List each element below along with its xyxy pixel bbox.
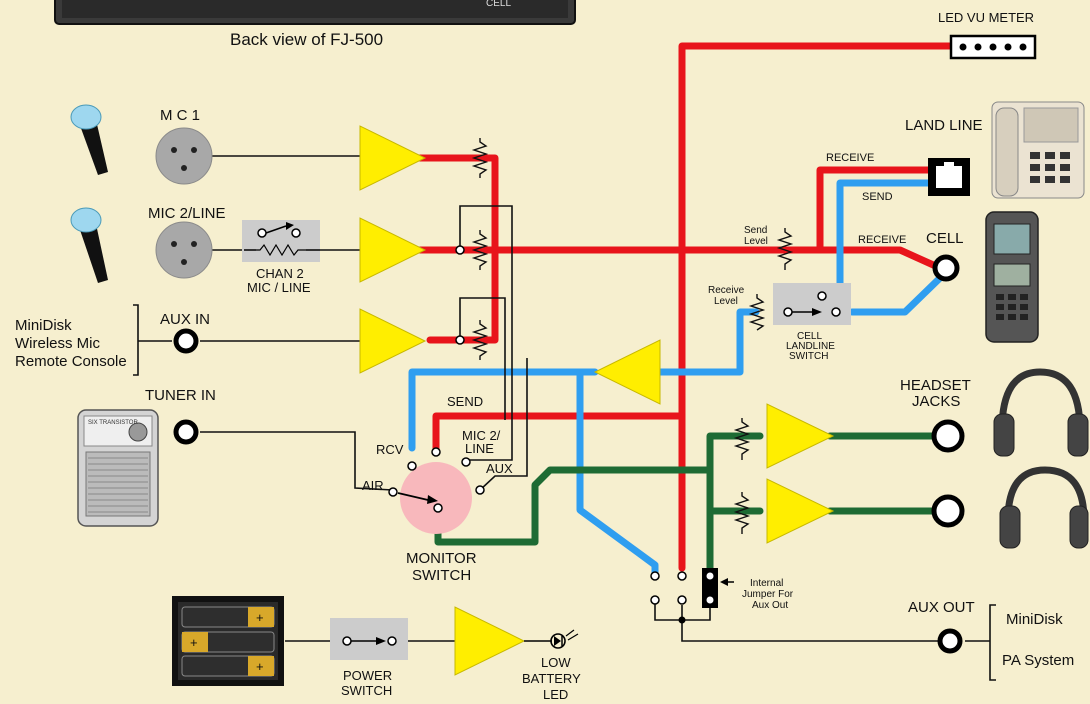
send-level-label-line1: Send	[744, 225, 767, 236]
aux-out-jack[interactable]	[937, 628, 963, 654]
low-battery-label-line1: LOW	[541, 655, 571, 670]
device-caption: Back view of FJ-500	[230, 30, 383, 49]
device-back-panel: CELL	[54, 0, 576, 25]
aux-source-remote-console: Remote Console	[15, 353, 127, 370]
aux-source-minidisk: MiniDisk	[15, 317, 72, 334]
low-battery-label-line3: LED	[543, 687, 568, 702]
headset1-level-pot	[733, 418, 751, 460]
aux-out-target-pa-system: PA System	[1002, 652, 1074, 669]
cell-receive-label: RECEIVE	[858, 234, 906, 246]
monitor-switch-label-line2: SWITCH	[412, 567, 471, 584]
amplifier-aux	[359, 308, 427, 374]
landline-receive-label: RECEIVE	[826, 152, 874, 164]
aux-out-target-minidisk: MiniDisk	[1006, 611, 1063, 628]
headset-jack-2[interactable]	[931, 494, 965, 528]
jumper-label-line1: Internal	[750, 578, 783, 589]
amplifier-mic2	[359, 217, 427, 283]
tuner-in-label: TUNER IN	[145, 387, 216, 404]
chan2-label-line1: CHAN 2	[256, 266, 304, 281]
mic2-xlr-connector[interactable]	[155, 221, 213, 279]
send-level-pot	[776, 228, 794, 270]
device-cell-label: CELL	[486, 0, 511, 9]
aux-in-jack[interactable]	[173, 328, 199, 354]
power-switch-label-line1: POWER	[343, 668, 392, 683]
amplifier-mic1	[359, 125, 427, 191]
jumper-label-line3: Aux Out	[752, 600, 788, 611]
vu-meter-label: LED VU METER	[938, 10, 1034, 25]
cell-switch-label-line3: SWITCH	[789, 351, 828, 362]
monitor-mic2-label-line1: MIC 2/	[462, 428, 501, 443]
landline-phone-icon	[991, 101, 1085, 199]
svg-text:+: +	[190, 635, 198, 650]
jumper-label-line2: Jumper For	[742, 589, 794, 600]
cell-jack[interactable]	[932, 254, 960, 282]
amplifier-receive	[593, 339, 661, 405]
phone-jack-icon[interactable]	[928, 158, 970, 196]
mic1-level-pot	[471, 138, 489, 178]
cell-switch-label-line2: LANDLINE	[786, 341, 835, 352]
headphones-icon	[993, 368, 1089, 549]
receive-level-label-line1: Receive	[708, 285, 745, 296]
monitor-switch[interactable]	[388, 447, 485, 534]
cell-label: CELL	[926, 230, 964, 247]
aux-level-pot	[471, 320, 489, 360]
amplifier-battery	[454, 606, 526, 676]
monitor-air-label: AIR	[362, 478, 384, 493]
headset-label-line2: JACKS	[912, 393, 960, 410]
thin-wires	[133, 155, 996, 681]
mic1-xlr-connector[interactable]	[155, 127, 213, 185]
power-switch[interactable]	[330, 618, 408, 660]
mic2-label: MIC 2/LINE	[148, 205, 226, 222]
monitor-mic2-label-line2: LINE	[465, 441, 494, 456]
amplifier-headset-2	[766, 478, 835, 544]
mic2-level-pot	[471, 230, 489, 270]
headset-jack-1[interactable]	[931, 419, 965, 453]
green-signal-paths	[434, 432, 944, 580]
low-battery-label-line2: BATTERY	[522, 671, 581, 686]
cell-landline-switch[interactable]	[773, 283, 851, 325]
land-line-label: LAND LINE	[905, 117, 983, 134]
monitor-switch-label-line1: MONITOR	[406, 550, 477, 567]
battery-pack-icon: + + +	[172, 596, 284, 686]
power-switch-label-line2: SWITCH	[341, 683, 392, 698]
amplifier-headset-1	[766, 403, 835, 469]
level-controls	[471, 138, 794, 534]
svg-text:+: +	[256, 610, 264, 625]
headset2-level-pot	[733, 492, 751, 534]
amplifiers	[359, 125, 835, 676]
landline-send-label: SEND	[862, 191, 893, 203]
chan2-mic-line-switch[interactable]	[242, 220, 320, 262]
microphone-1-icon	[70, 104, 108, 175]
aux-source-wireless-mic: Wireless Mic	[15, 335, 100, 352]
headset-label-line1: HEADSET	[900, 377, 971, 394]
monitor-aux-label: AUX	[486, 461, 513, 476]
mic1-label: M C 1	[160, 107, 200, 124]
radio-brand-label: SIX TRANSISTOR	[88, 420, 138, 426]
red-signal-paths	[416, 42, 954, 572]
send-level-label-line2: Level	[744, 236, 768, 247]
monitor-send-label: SEND	[447, 394, 483, 409]
tuner-in-jack[interactable]	[173, 419, 199, 445]
microphone-2-icon	[70, 207, 108, 283]
monitor-rcv-label: RCV	[376, 442, 404, 457]
chan2-label-line2: MIC / LINE	[247, 280, 311, 295]
led-vu-meter-icon	[949, 34, 1037, 60]
receive-level-label-line2: Level	[714, 296, 738, 307]
cell-switch-label-line1: CELL	[797, 331, 822, 342]
aux-out-jumper[interactable]	[650, 568, 734, 608]
low-battery-led-icon	[524, 629, 579, 649]
cell-phone-icon	[985, 211, 1039, 343]
aux-out-label: AUX OUT	[908, 599, 975, 616]
aux-in-label: AUX IN	[160, 311, 210, 328]
transistor-radio-icon: SIX TRANSISTOR	[77, 409, 159, 527]
blue-signal-paths	[408, 179, 944, 576]
receive-level-pot	[748, 294, 766, 331]
svg-text:+: +	[256, 659, 264, 674]
